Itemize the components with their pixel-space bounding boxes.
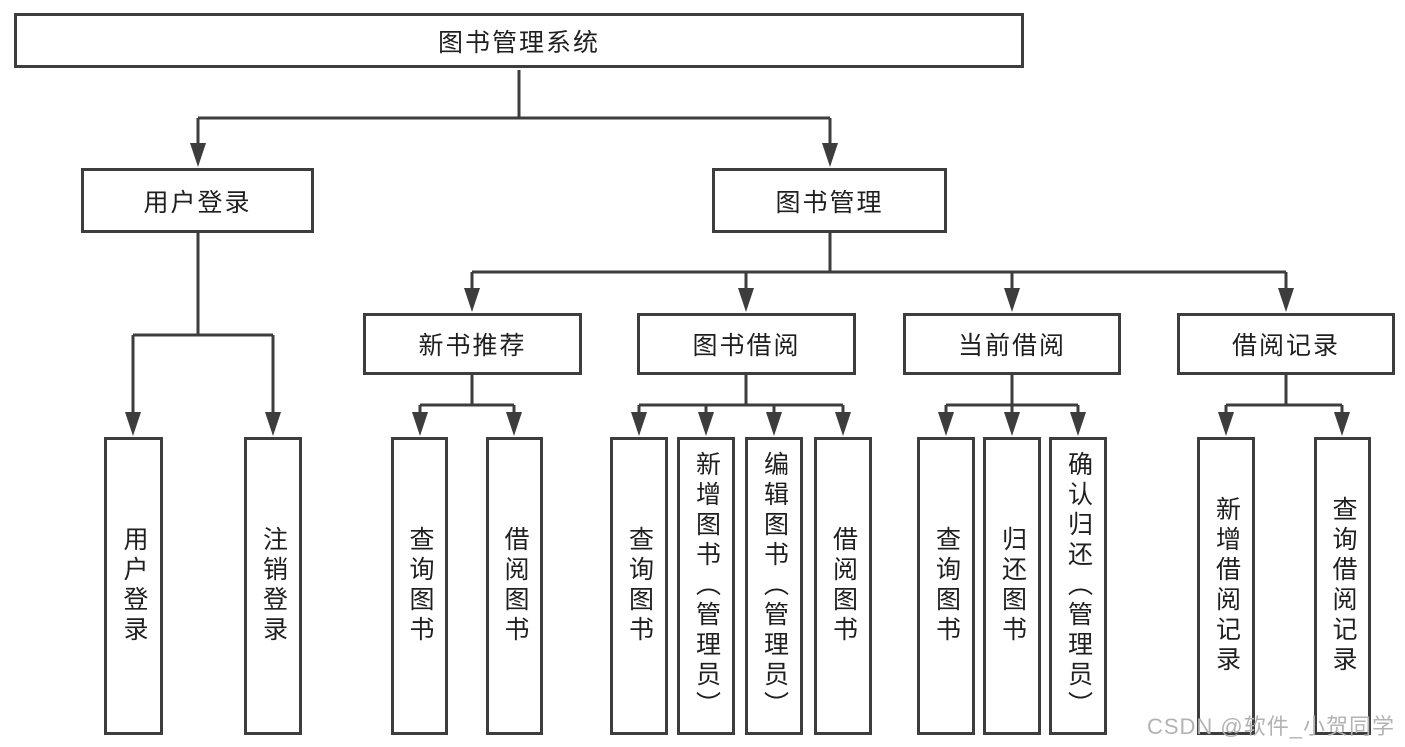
- node-recommend-query-books-label: 查询图书: [406, 526, 434, 646]
- arrow-icon: [412, 412, 428, 436]
- arrow-icon: [1334, 412, 1350, 436]
- arrow-icon: [738, 288, 754, 312]
- node-new-book-recommend: 新书推荐: [363, 313, 582, 375]
- node-book-management-label: 图书管理: [775, 188, 884, 217]
- connector-records: [1224, 375, 1344, 418]
- node-borrow-add-books-label: 新增图书（管理员）: [692, 451, 721, 721]
- arrow-icon: [835, 412, 851, 436]
- node-logout: 注销登录: [244, 437, 302, 735]
- node-current-borrow-label: 当前借阅: [957, 332, 1066, 360]
- connector-book-branch: [470, 233, 1288, 292]
- node-new-book-recommend-label: 新书推荐: [418, 332, 527, 360]
- node-current-return-books-label: 归还图书: [998, 526, 1027, 646]
- node-records-add-record: 新增借阅记录: [1197, 437, 1255, 735]
- node-borrow-add-books: 新增图书（管理员）: [677, 437, 735, 735]
- arrow-icon: [631, 412, 647, 436]
- node-borrow-records: 借阅记录: [1177, 313, 1395, 375]
- watermark: CSDN @软件_小贺同学: [1146, 714, 1395, 739]
- node-records-query-record: 查询借阅记录: [1314, 437, 1371, 735]
- node-recommend-borrow-books: 借阅图书: [486, 437, 543, 735]
- arrow-icon: [1004, 288, 1020, 312]
- arrow-icon: [698, 412, 714, 436]
- connector-borrow: [637, 375, 845, 418]
- node-borrow-query-books-label: 查询图书: [625, 526, 654, 646]
- node-root: 图书管理系统: [14, 13, 1024, 68]
- node-borrow-query-books: 查询图书: [610, 437, 668, 735]
- node-recommend-query-books: 查询图书: [391, 437, 448, 735]
- node-borrow-borrow-books: 借阅图书: [814, 437, 872, 735]
- arrow-icon: [1004, 412, 1020, 436]
- arrowheads: [125, 143, 1350, 436]
- node-book-borrow: 图书借阅: [637, 313, 856, 375]
- node-records-query-record-label: 查询借阅记录: [1329, 496, 1357, 676]
- node-current-return-books: 归还图书: [983, 437, 1041, 735]
- node-recommend-borrow-books-label: 借阅图书: [501, 526, 529, 646]
- node-current-query-books-label: 查询图书: [932, 526, 961, 646]
- node-current-confirm-return: 确认归还（管理员）: [1049, 437, 1107, 735]
- arrow-icon: [938, 412, 954, 436]
- arrow-icon: [1070, 412, 1086, 436]
- arrow-icon: [1278, 288, 1294, 312]
- connector-recommend: [418, 375, 516, 418]
- node-book-borrow-label: 图书借阅: [692, 332, 801, 360]
- arrow-icon: [766, 412, 782, 436]
- node-user-login-label: 用户登录: [120, 526, 148, 646]
- connector-current: [944, 375, 1080, 418]
- node-user-login: 用户登录: [104, 437, 163, 735]
- arrow-icon: [822, 143, 838, 167]
- arrow-icon: [190, 143, 206, 167]
- node-current-confirm-return-label: 确认归还（管理员）: [1064, 451, 1093, 721]
- node-records-add-record-label: 新增借阅记录: [1212, 496, 1241, 676]
- node-current-borrow: 当前借阅: [903, 313, 1121, 375]
- node-user-login-branch: 用户登录: [81, 168, 314, 233]
- node-borrow-edit-books: 编辑图书（管理员）: [745, 437, 803, 735]
- node-borrow-records-label: 借阅记录: [1231, 332, 1340, 360]
- node-current-query-books: 查询图书: [917, 437, 975, 735]
- node-logout-label: 注销登录: [259, 526, 288, 646]
- arrow-icon: [125, 412, 141, 436]
- node-user-login-branch-label: 用户登录: [143, 188, 252, 217]
- arrow-icon: [506, 412, 522, 436]
- connector-user-branch: [131, 233, 275, 416]
- connector-root: [196, 70, 832, 150]
- arrow-icon: [1218, 412, 1234, 436]
- node-borrow-borrow-books-label: 借阅图书: [829, 526, 858, 646]
- node-root-label: 图书管理系统: [437, 28, 600, 57]
- node-book-management: 图书管理: [712, 168, 947, 233]
- arrow-icon: [464, 288, 480, 312]
- arrow-icon: [265, 412, 281, 436]
- node-borrow-edit-books-label: 编辑图书（管理员）: [760, 451, 789, 721]
